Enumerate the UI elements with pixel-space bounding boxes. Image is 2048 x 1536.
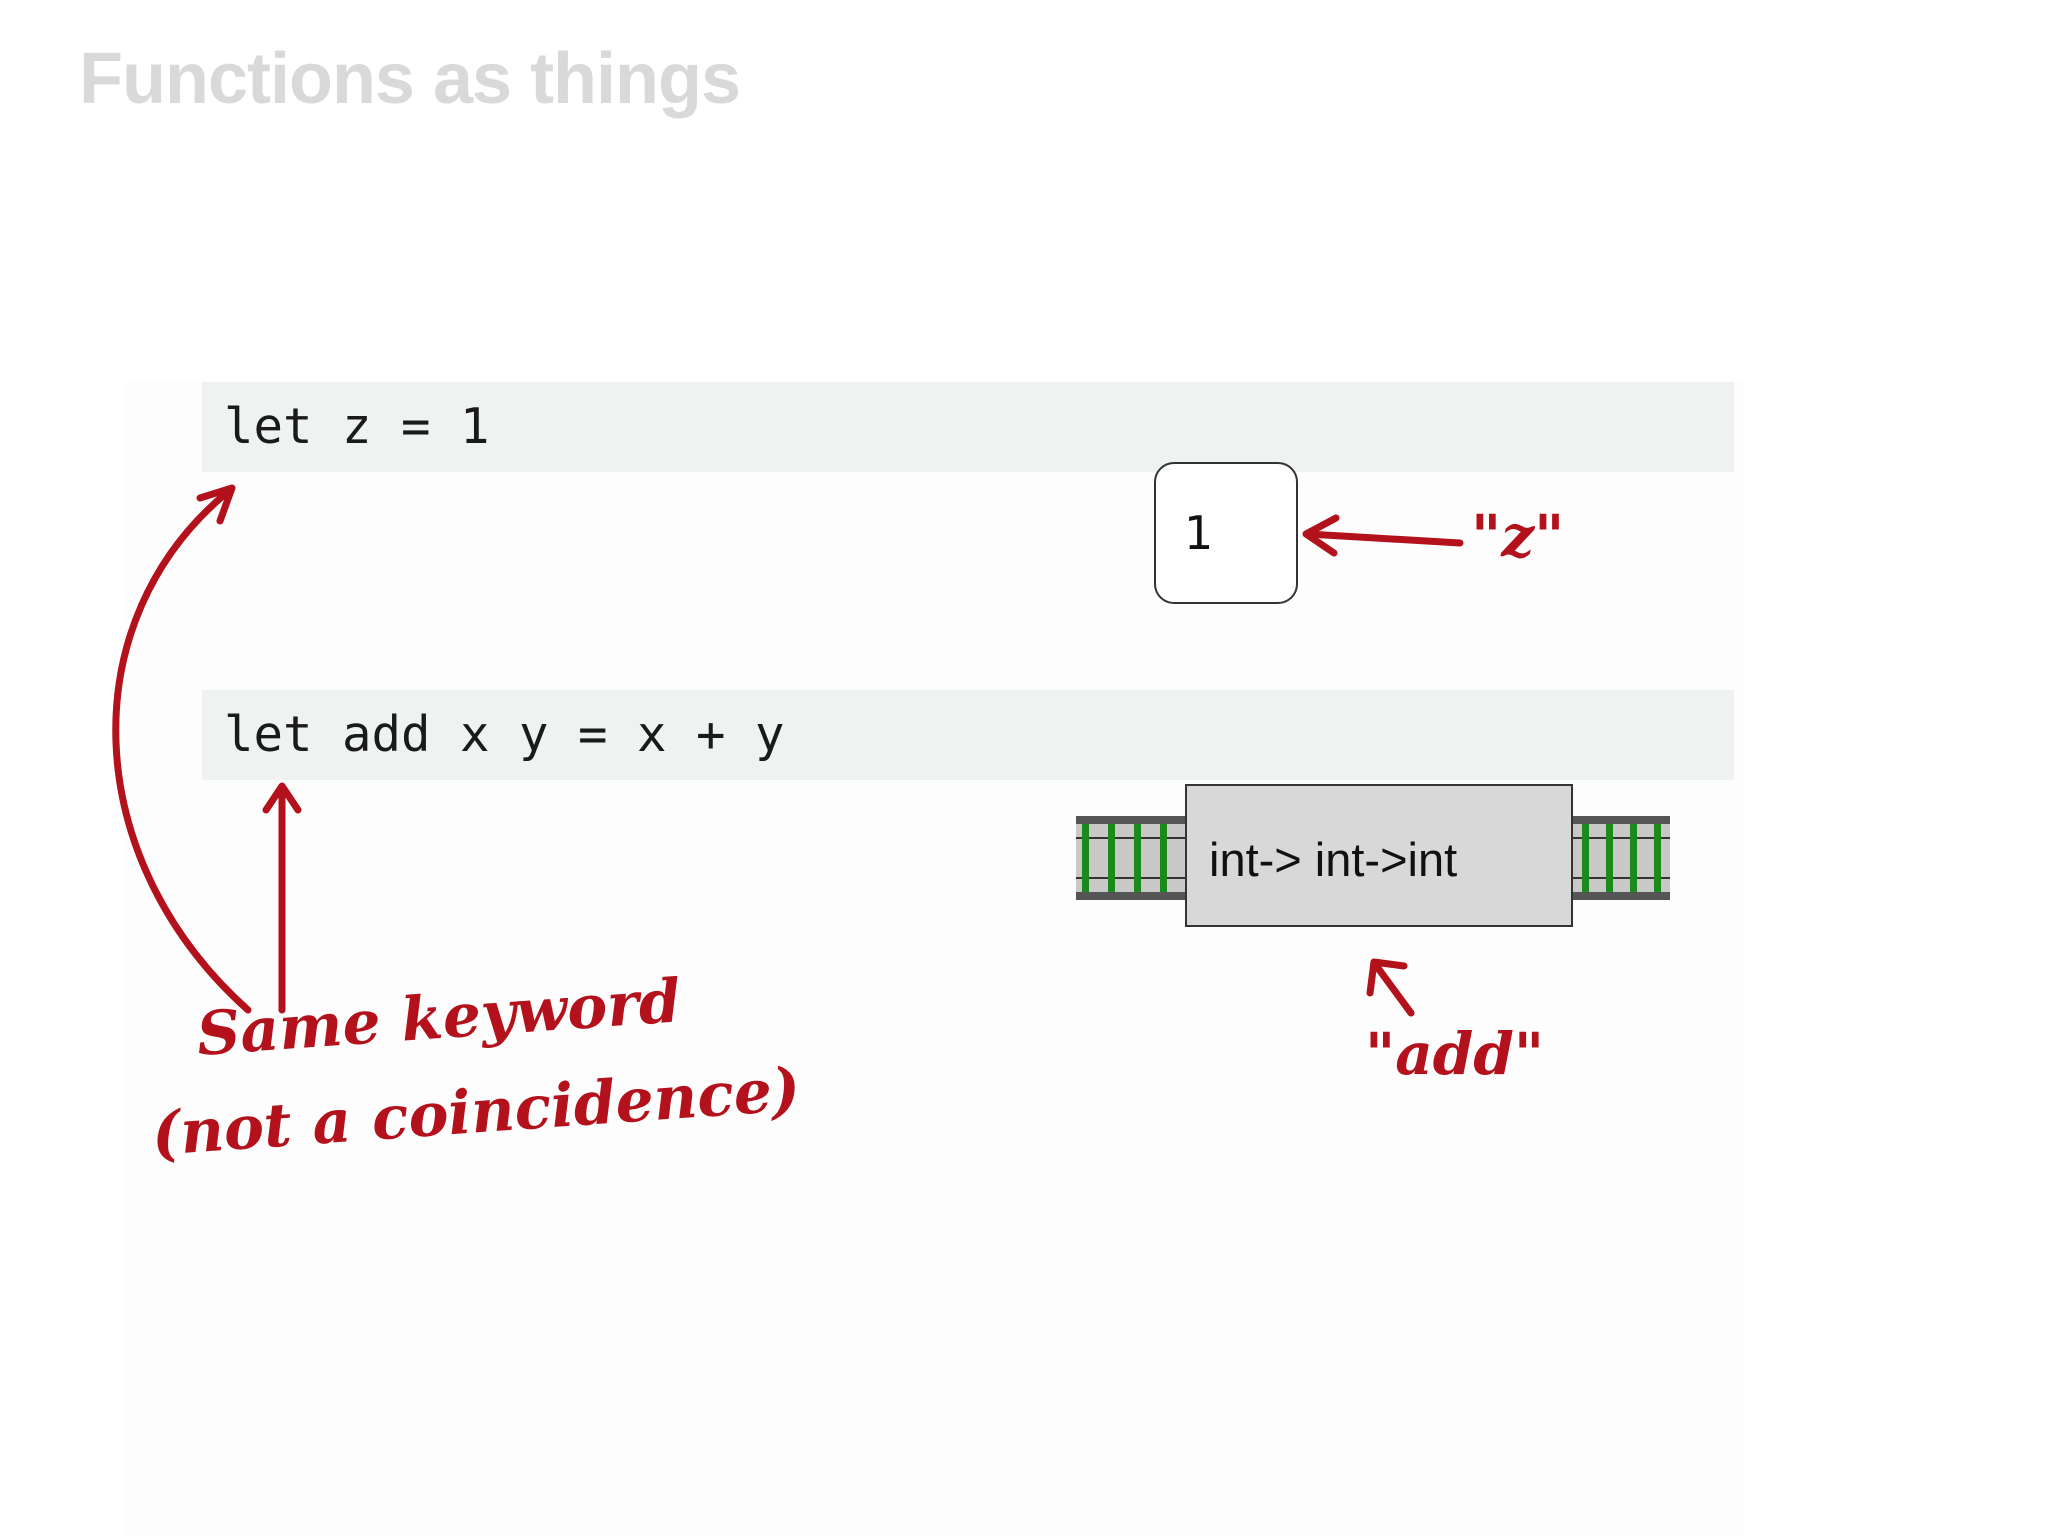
value-box-value: 1 (1184, 506, 1214, 560)
function-box: int-> int->int (1185, 784, 1573, 927)
annotation-z-label: "z" (1471, 502, 1565, 570)
slide-title: Functions as things (79, 39, 741, 119)
content-panel (125, 380, 1745, 1536)
code-line-let-add: let add x y = x + y (202, 690, 1734, 780)
function-signature: int-> int->int (1209, 833, 1458, 886)
value-box: 1 (1154, 462, 1298, 604)
code-line-let-z: let z = 1 (202, 382, 1734, 472)
annotation-add-label: "add" (1365, 1020, 1545, 1088)
railway-track-right-icon (1572, 816, 1670, 900)
railway-track-left-icon (1076, 816, 1186, 900)
